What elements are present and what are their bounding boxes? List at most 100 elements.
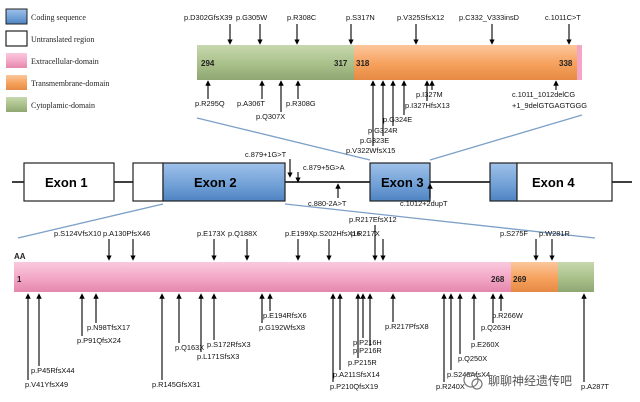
top-below-mutation-5-label: p.G323E [360,136,389,145]
top-cytoplasmic-segment [197,45,354,80]
exon-2-coding [162,162,286,202]
bottom-below-mutation-0-label: p.P45RfsX44 [31,366,75,375]
exon-2-utr [132,162,164,202]
bottom-below-mutation-6-label: p.S172RfsX3 [207,340,251,349]
legend-untranslated-swatch [5,30,28,47]
top-cyto-end-number: 317 [334,59,348,68]
top-transmembrane-segment [354,45,577,80]
legend-coding-swatch [5,8,28,25]
exon-4-coding [489,162,518,202]
splice-mutation-1-label: c.879+5G>A [303,163,345,172]
top-below-mutation-7-label: p.G324E [383,115,412,124]
bottom-below-mutation-14-label: p.P215R [348,358,377,367]
bottom-below-mutation-10-label: p.A211SfsX14 [333,370,380,379]
splice-mutation-0-label: c.879+1G>T [245,150,287,159]
wechat-icon [463,372,479,388]
top-tm-start-number: 318 [356,59,370,68]
top-below-mutation-3-label: p.R308G [286,99,316,108]
bottom-above-mutation-4-label: p.E199X [285,229,313,238]
bottom-below-mutation-20-label: p.R266W [492,311,523,320]
top-above-mutation-3-label: p.S317N [346,13,375,22]
legend-extracellular-swatch [6,53,27,68]
splice-mutation-3-label: c.1012+2dupT [400,199,448,208]
top-above-mutation-4-label: p.V325SfsX12 [397,13,444,22]
zoom-lines [17,114,596,239]
top-protein-bar: 294 317 318 338 [197,45,582,80]
top-below-mutation-10-label: c.1011_1012delCG [512,90,575,99]
bottom-below-mutation-7-label: p.L171SfsX3 [197,352,239,361]
exon-1 [23,162,115,202]
top-below-mutation-9-label: p.I327HfsX13 [405,101,450,110]
exon-3-label: Exon 3 [381,175,424,190]
watermark-text: 聊聊神经遗传吧 [488,373,572,388]
legend: Coding sequence Untranslated region Extr… [5,8,109,112]
top-below-mutation-4-label: p.V322WfsX15 [346,146,395,155]
top-above-mutation-2-label: p.R308C [287,13,317,22]
bottom-below-mutation-22-label: p.A287T [581,382,609,391]
splice-mutation-2-label: c.880-2A>T [308,199,347,208]
top-below-mutation-8-label: p.I327M [416,90,443,99]
bottom-below-mutation-21-label: p.Q263H [481,323,511,332]
bottom-tm-start-number: 269 [513,275,527,284]
bottom-protein-bar: AA 1 268 269 [14,252,594,292]
top-above-mutation-6-label: c.1011C>T [545,13,581,22]
bottom-cytoplasmic-segment [558,262,594,292]
bottom-start-number: 1 [17,275,22,284]
bottom-below-mutation-8-label: p.E194RfsX6 [263,311,307,320]
bottom-above-mutation-6-label: p.R217EfsX12 [349,215,397,224]
legend-cytoplasmic-swatch [6,97,27,112]
legend-transmembrane-label: Transmembrane-domain [31,79,109,88]
bottom-extracellular-segment [14,262,511,292]
mutation-annotations: p.D302GfsX39 p.G305W p.R308C p.S317N p.V325S… [25,13,609,391]
top-end-number: 338 [559,59,573,68]
bottom-below-mutation-1-label: p.V41YfsX49 [25,380,68,389]
aa-label: AA [14,252,26,261]
bottom-above-mutation-0-label: p.S124VfsX10 [54,229,101,238]
legend-extracellular-label: Extracellular-domain [31,57,99,66]
exon-1-label: Exon 1 [45,175,88,190]
bottom-transmembrane-segment [511,262,558,292]
top-above-mutation-5-label: p.C332_V333insD [459,13,519,22]
bottom-below-mutation-12-label: p.P216H [353,338,382,347]
top-bar-end-cap [577,45,582,80]
bottom-above-mutation-9-label: p.W281R [539,229,570,238]
legend-coding-label: Coding sequence [31,13,86,22]
wechat-icon-bubble [471,378,483,390]
exon-3-coding [369,162,431,202]
bottom-above-mutation-3-label: p.Q188X [228,229,257,238]
top-above-mutation-0-label: p.D302GfsX39 [184,13,232,22]
bottom-below-mutation-4-label: p.Q163X [175,343,204,352]
legend-untranslated-label: Untranslated region [31,35,94,44]
top-start-number: 294 [201,59,215,68]
legend-cytoplasmic-label: Cytoplamic-domain [31,101,95,110]
bottom-below-mutation-16-label: p.R240X [436,382,465,391]
legend-transmembrane-swatch [6,75,27,90]
bottom-below-mutation-17-label: p.S248AfsX4 [447,370,490,379]
top-above-mutation-1-label: p.G305W [236,13,267,22]
exon-4-label: Exon 4 [532,175,575,190]
watermark: 聊聊神经遗传吧 [463,372,572,390]
bottom-above-mutation-5-label: p.S202HfsX16 [313,229,361,238]
top-below-mutation-2-label: p.Q307X [256,112,285,121]
bottom-below-mutation-11-label: p.P210QfsX19 [330,382,378,391]
exon-4-utr [516,162,613,202]
gene-model: Exon 1 Exon 2 Exon 3 Exon 4 [12,162,632,202]
exon-2-label: Exon 2 [194,175,237,190]
bottom-below-mutation-9-label: p.G192WfsX8 [259,323,305,332]
bottom-above-mutation-1-label: p.A130PfsX46 [103,229,150,238]
bottom-below-mutation-13-label: p.P216R [353,346,382,355]
bottom-above-mutation-8-label: p.S275F [500,229,528,238]
top-below-mutation-1-label: p.A306T [237,99,265,108]
bottom-below-mutation-19-label: p.E260X [471,340,499,349]
bottom-above-mutation-2-label: p.E173X [197,229,225,238]
bottom-above-mutation-7-label: p.R217X [351,229,380,238]
bottom-below-mutation-5-label: p.R145GfsX31 [152,380,200,389]
top-below-mutation-0-label: p.R295Q [195,99,225,108]
bottom-below-mutation-3-label: p.P91QfsX24 [77,336,121,345]
bottom-below-mutation-2-label: p.N98TfsX17 [87,323,130,332]
top-below-mutation-6-label: p.G324R [368,126,398,135]
bottom-ec-end-number: 268 [491,275,505,284]
top-below-mutation-11-label: +1_9delGTGAGTGGG [512,101,587,110]
